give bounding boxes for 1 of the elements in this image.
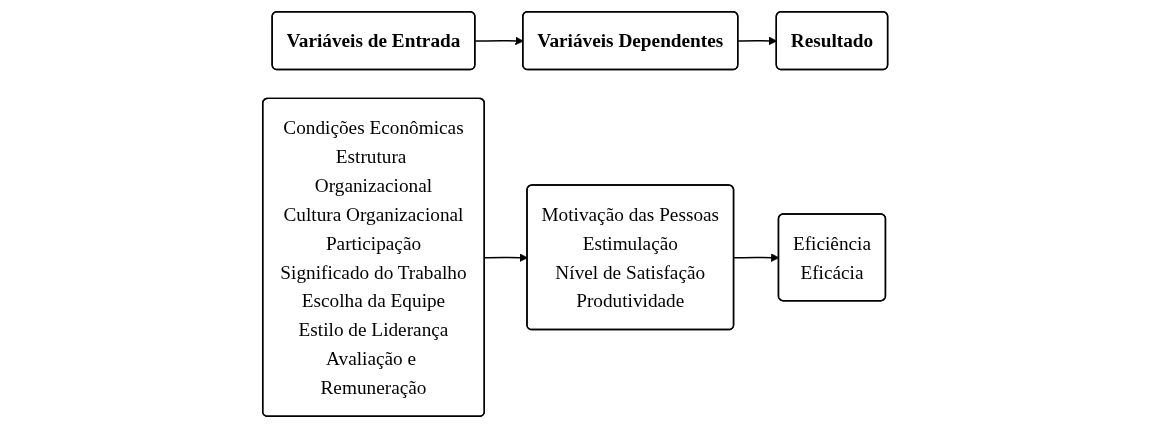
arrow bbox=[737, 36, 777, 46]
